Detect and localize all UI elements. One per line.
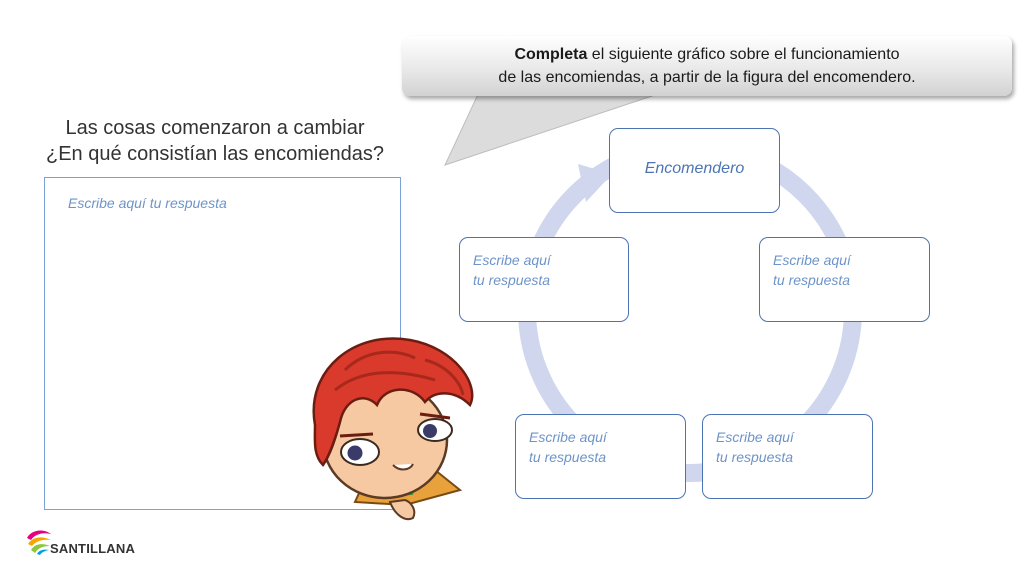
node-answer-1[interactable]: Escribe aquí tu respuesta — [459, 237, 629, 322]
node-answer-3-line2: tu respuesta — [529, 449, 607, 465]
node-encomendero[interactable]: Encomendero — [609, 128, 780, 213]
instruction-bold: Completa — [514, 46, 588, 63]
node-answer-2-line1: Escribe aquí — [773, 252, 851, 268]
instruction-bubble: Completa el siguiente gráfico sobre el f… — [402, 36, 1012, 96]
node-answer-4-line2: tu respuesta — [716, 449, 794, 465]
heading-line2: ¿En qué consistían las encomiendas? — [46, 143, 384, 165]
instruction-line2: de las encomiendas, a partir de la figur… — [498, 69, 916, 86]
node-answer-2[interactable]: Escribe aquí tu respuesta — [759, 237, 930, 322]
node-answer-1-line2: tu respuesta — [473, 272, 551, 288]
node-answer-2-line2: tu respuesta — [773, 272, 851, 288]
heading-line1: Las cosas comenzaron a cambiar — [65, 117, 365, 139]
node-answer-3-line1: Escribe aquí — [529, 429, 607, 445]
instruction-line1: el siguiente gráfico sobre el funcionami… — [587, 46, 900, 63]
node-answer-3[interactable]: Escribe aquí tu respuesta — [515, 414, 686, 499]
node-answer-1-line1: Escribe aquí — [473, 252, 551, 268]
answer-placeholder: Escribe aquí tu respuesta — [68, 195, 227, 211]
santillana-logo-text: SANTILLANA — [50, 541, 136, 556]
santillana-logo-icon — [27, 530, 51, 555]
node-encomendero-label: Encomendero — [644, 160, 745, 177]
cycle-arrowhead — [578, 164, 612, 202]
speech-bubble-tail — [444, 90, 670, 166]
node-answer-4-line1: Escribe aquí — [716, 429, 794, 445]
page-heading: Las cosas comenzaron a cambiar ¿En qué c… — [20, 115, 410, 167]
cartoon-boy-illustration — [312, 337, 474, 521]
node-answer-4[interactable]: Escribe aquí tu respuesta — [702, 414, 873, 499]
